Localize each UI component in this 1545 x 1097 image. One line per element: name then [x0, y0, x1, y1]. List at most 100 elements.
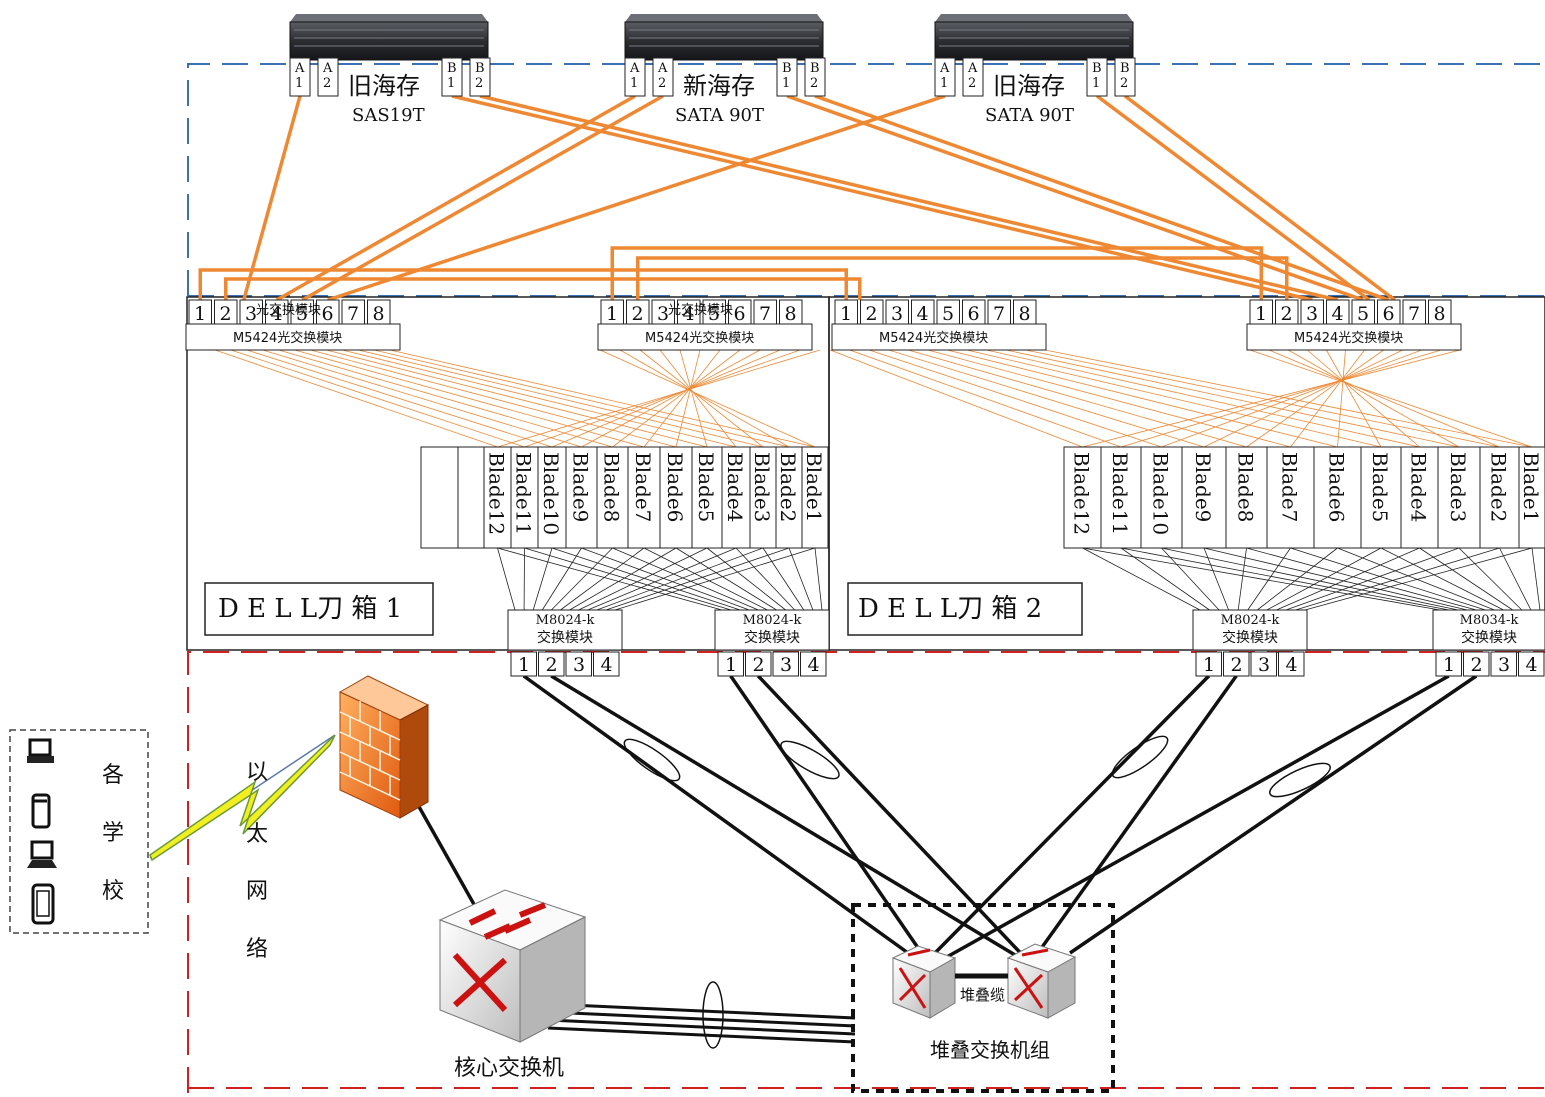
eth-port-label: 1: [725, 654, 737, 676]
storage-spec: SATA 90T: [985, 105, 1074, 126]
ethernet-link: [418, 805, 480, 915]
storage-chassis-top: [935, 14, 1133, 22]
blade-eth-link: [1083, 548, 1201, 610]
fc-module-label: M5424光交换模块: [233, 330, 342, 346]
blade-label: Blade3: [750, 452, 774, 522]
storage-port-label: 2: [1120, 76, 1128, 91]
eth-module-label: 交换模块: [744, 629, 800, 646]
blade-fiber-link: [928, 350, 1291, 447]
fc-port-label: 2: [632, 303, 644, 325]
blade-eth-link: [560, 548, 644, 610]
storage-chassis-top: [625, 14, 823, 22]
eth-port-label: 3: [780, 654, 792, 676]
blade-label: Blade3: [1446, 452, 1470, 522]
blade-eth-link: [1083, 548, 1441, 610]
blade-label: Blade5: [694, 452, 718, 522]
blade-eth-link: [1532, 548, 1540, 610]
ethernet-link: [758, 676, 1030, 963]
eth-port-label: 2: [753, 654, 765, 676]
eth-port-label: 3: [1258, 654, 1270, 676]
storage-chassis-top: [290, 14, 488, 22]
blade-label: Blade6: [1325, 452, 1349, 522]
storage-port-label: A: [967, 61, 978, 76]
fc-port-label: 8: [1019, 303, 1031, 325]
eth-port-label: 4: [601, 654, 613, 676]
eth-module-label: 交换模块: [537, 629, 593, 646]
core-switch-label: 核心交换机: [454, 1056, 564, 1081]
blade-label: Blade11: [512, 452, 536, 535]
blade-label: Blade8: [600, 452, 624, 522]
core-uplink: [548, 1020, 855, 1034]
blades2-to-eth3: [1083, 548, 1533, 610]
blade-fiber-link: [908, 350, 1246, 447]
storage-name: 新海存: [683, 72, 755, 100]
blades1-to-eth1: [498, 548, 816, 610]
blade-fiber-link: [1025, 350, 1499, 447]
eth-port-label: 3: [1498, 654, 1510, 676]
blade-eth-link: [815, 548, 822, 610]
storage-port-label: B: [1092, 61, 1102, 76]
storage-spec: SATA 90T: [675, 105, 764, 126]
blade-label: Blade2: [776, 452, 800, 522]
blade-label: Blade4: [723, 452, 747, 522]
blade-fiber-link: [1338, 350, 1346, 447]
blade-fiber-link: [279, 350, 613, 447]
fc-port-label: 6: [1383, 303, 1395, 325]
blade-fiber-link: [644, 350, 720, 447]
chassis-1-label: D E L L刀 箱 1: [218, 594, 402, 624]
blade-eth-link: [1305, 548, 1532, 610]
storage-port-label: A: [657, 61, 668, 76]
eth-module-model: M8024-k: [1221, 613, 1280, 628]
desktop-computer-icon: [27, 740, 54, 763]
chassis-2-label: D E L L刀 箱 2: [858, 594, 1042, 624]
blade-label: Blade1: [1519, 452, 1543, 522]
blade-fiber-link: [310, 350, 676, 447]
storage-port-label: 1: [295, 76, 303, 91]
fc-port-label: 1: [194, 303, 206, 325]
blade-slot: [458, 447, 484, 548]
blade-eth-link: [551, 548, 612, 610]
eth-module-model: M8024-k: [536, 613, 595, 628]
blade-eth-link: [597, 548, 763, 610]
lag-ellipse: [703, 982, 723, 1048]
blade-eth-link: [1204, 548, 1467, 610]
fc-crosslink: [200, 270, 846, 300]
fc-port-label: 6: [734, 303, 746, 325]
fc4-to-blades: [1083, 350, 1533, 447]
laptop-icon: [27, 842, 57, 868]
ethernet-link: [551, 676, 1020, 958]
blade-fiber-link: [676, 350, 700, 447]
schools-label-3: 校: [102, 879, 124, 904]
fc-port-label: 2: [1281, 303, 1293, 325]
blade-eth-link: [498, 548, 516, 610]
storage-port-label: 1: [940, 76, 948, 91]
eth-port-label: 1: [1203, 654, 1215, 676]
blade-label: Blade8: [1234, 452, 1258, 522]
storage-port-label: 2: [475, 76, 483, 91]
fc-port-label: 3: [1306, 303, 1318, 325]
storage-port-label: A: [629, 61, 640, 76]
fc-port-label: 2: [220, 303, 232, 325]
blade-fiber-link: [247, 350, 552, 447]
fc-port-label: 8: [785, 303, 797, 325]
storage-port-label: 2: [658, 76, 666, 91]
schools-box: 各 学 校: [10, 730, 148, 933]
fc3-to-blades: [830, 350, 1532, 447]
storage-port-label: A: [294, 61, 305, 76]
storage-spec: SAS19T: [352, 105, 425, 126]
blade-eth-link: [1162, 548, 1459, 610]
blade-fiber-link: [231, 350, 525, 447]
blade-label: Blade1: [802, 452, 826, 522]
eth-port-label: 4: [1286, 654, 1298, 676]
fc-module-label: M5424光交换模块: [645, 330, 754, 346]
fc-port-label: 5: [942, 303, 954, 325]
blade-fiber-link: [374, 350, 789, 447]
stack-cable-label: 堆叠缆: [960, 986, 1005, 1004]
